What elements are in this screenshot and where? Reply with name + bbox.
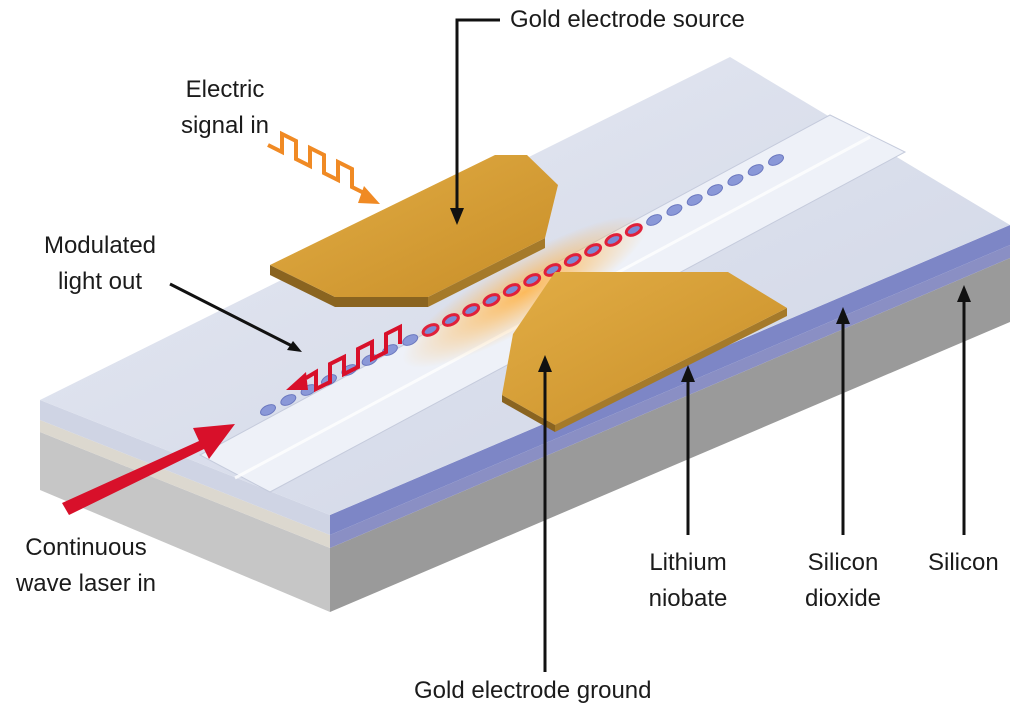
label-electric-line2: signal in <box>180 112 270 139</box>
waveguide-hole <box>280 394 297 406</box>
lithium-niobate-front <box>40 400 330 535</box>
modulated-light-arrowhead <box>286 372 308 390</box>
label-lithium-line1: Lithium <box>649 549 727 576</box>
label-modulated-line1: Modulated <box>43 232 157 259</box>
photonic-crystal-holes <box>260 154 784 416</box>
waveguide-hole <box>707 184 723 196</box>
gold-electrode-source <box>270 155 558 297</box>
label-sio2-line2: dioxide <box>804 585 882 612</box>
gold-electrode-ground <box>502 272 787 425</box>
waveguide-hole <box>563 253 582 267</box>
label-gold-electrode-source: Gold electrode source <box>510 6 745 33</box>
gold-electrode-source-side2 <box>428 238 545 307</box>
label-electric-line1: Electric <box>185 76 265 103</box>
label-electric-signal-in: Electric signal in <box>170 72 280 144</box>
label-lithium-line2: niobate <box>648 585 728 612</box>
label-silicon: Silicon <box>928 549 999 576</box>
waveguide-hole <box>402 334 419 346</box>
lithium-niobate-side <box>330 225 1010 535</box>
arrowhead-gold-source <box>450 208 464 225</box>
label-gold-electrode-ground: Gold electrode ground <box>414 677 652 704</box>
electric-signal-arrowhead <box>358 186 380 204</box>
label-continuous-line2: wave laser in <box>15 570 157 597</box>
label-continuous-line1: Continuous <box>25 534 147 561</box>
arrowhead-silicon <box>957 285 971 302</box>
label-lithium-niobate: Lithium niobate <box>638 545 738 617</box>
waveguide-hole <box>624 223 643 237</box>
waveguide-hole <box>646 214 663 226</box>
gold-electrode-ground-side2 <box>555 308 787 432</box>
leader-lines <box>169 18 966 672</box>
waveguide-hole <box>584 243 603 257</box>
waveguide-hole <box>768 154 784 166</box>
leader-modulated-light <box>169 282 297 350</box>
waveguide-hole <box>523 273 542 287</box>
silicon-layer-side <box>330 258 1010 612</box>
waveguide-hole <box>462 303 481 317</box>
arrowhead-silicon-dioxide <box>836 307 850 324</box>
waveguide-hole <box>421 323 440 337</box>
waveguide-hole <box>686 194 703 206</box>
waveguide-hole <box>666 204 683 216</box>
electric-signal-wave <box>267 130 367 196</box>
label-sio2-line1: Silicon <box>807 549 879 576</box>
leader-arrowheads <box>287 208 971 382</box>
gold-electrode-ground-side <box>502 395 555 432</box>
silicon-layer-front <box>40 432 330 612</box>
waveguide-hole <box>727 174 744 186</box>
waveguide-hole <box>502 283 521 297</box>
gold-electrode-source-side <box>270 265 428 307</box>
arrowhead-lithium-niobate <box>681 365 695 382</box>
arrowhead-modulated-light <box>287 341 302 352</box>
label-continuous-wave-laser-in: Continuous wave laser in <box>0 530 172 602</box>
waveguide-hole <box>604 233 623 247</box>
waveguide-hole <box>260 404 276 416</box>
waveguide-hole <box>482 293 501 307</box>
modulated-light-wave <box>304 323 402 393</box>
label-modulated-light-out: Modulated light out <box>30 228 170 300</box>
waveguide-hole <box>747 164 764 176</box>
arrowhead-gold-ground <box>538 355 552 372</box>
silicon-dioxide-layer-front <box>40 420 330 548</box>
waveguide-hole <box>441 313 460 327</box>
leader-gold-source <box>455 18 500 210</box>
laser-in-arrow <box>62 424 235 515</box>
label-silicon-dioxide: Silicon dioxide <box>793 545 893 617</box>
label-modulated-line2: light out <box>57 268 143 295</box>
